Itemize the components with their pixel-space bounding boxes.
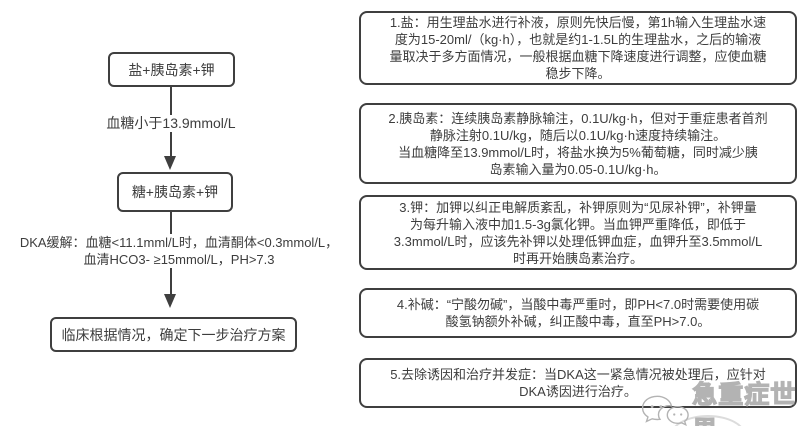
note-box-1-text: 1.盐：用生理盐水进行补液，原则先快后慢，第1h输入生理盐水速 度为15-20m…	[389, 15, 767, 81]
flow-node-next-step-label: 临床根据情况，确定下一步治疗方案	[61, 326, 286, 343]
flow-arrow-1-label: 血糖小于13.9mmol/L	[88, 115, 254, 132]
note-box-2-text: 2.胰岛素：连续胰岛素静脉输注，0.1U/kg·h，但对于重症患者首剂 静脉注射…	[388, 110, 768, 177]
note-box-1-salt: 1.盐：用生理盐水进行补液，原则先快后慢，第1h输入生理盐水速 度为15-20m…	[359, 11, 797, 85]
flow-arrow-2-label: DKA缓解：血糖<11.1mml/L时，血清酮体<0.3mmol/L， 血清HC…	[0, 234, 358, 268]
note-box-4-alkali: 4.补碱：“宁酸勿碱”，当酸中毒严重时，即PH<7.0时需要使用碳 酸氢钠额外补…	[359, 288, 797, 338]
note-box-5-triggers: 5.去除诱因和治疗并发症：当DKA这一紧急情况被处理后，应针对 DKA诱因进行治…	[359, 358, 797, 408]
watermark-arc-decoration	[670, 415, 746, 426]
flow-node-glucose-insulin-potassium-label: 糖+胰岛素+钾	[131, 184, 219, 200]
flow-node-salt-insulin-potassium-label: 盐+胰岛素+钾	[128, 61, 215, 78]
note-box-2-insulin: 2.胰岛素：连续胰岛素静脉输注，0.1U/kg·h，但对于重症患者首剂 静脉注射…	[359, 103, 797, 184]
flow-arrow-2-head-icon	[164, 294, 176, 308]
note-box-5-text: 5.去除诱因和治疗并发症：当DKA这一紧急情况被处理后，应针对 DKA诱因进行治…	[390, 367, 766, 399]
flow-arrow-1-head-icon	[164, 156, 176, 170]
flow-node-next-step: 临床根据情况，确定下一步治疗方案	[50, 317, 297, 352]
flow-node-salt-insulin-potassium: 盐+胰岛素+钾	[108, 52, 235, 87]
note-box-4-text: 4.补碱：“宁酸勿碱”，当酸中毒严重时，即PH<7.0时需要使用碳 酸氢钠额外补…	[396, 297, 760, 329]
note-box-3-potassium: 3.钾：加钾以纠正电解质紊乱，补钾原则为“见尿补钾”，补钾量 为每升输入液中加1…	[359, 195, 797, 270]
flow-node-glucose-insulin-potassium: 糖+胰岛素+钾	[117, 172, 233, 212]
note-box-3-text: 3.钾：加钾以纠正电解质紊乱，补钾原则为“见尿补钾”，补钾量 为每升输入液中加1…	[393, 199, 763, 266]
